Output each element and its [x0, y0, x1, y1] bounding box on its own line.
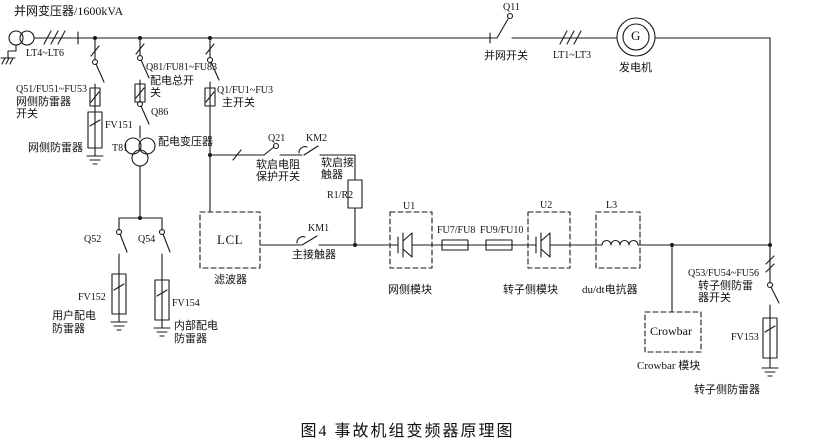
label-q81-name-2: 关	[150, 87, 161, 99]
q52-switch-icon	[115, 217, 128, 323]
ground-icon-fv151	[86, 155, 104, 165]
fv151-arrester-icon	[87, 111, 103, 149]
label-t81: T81	[112, 143, 129, 154]
label-generator: 发电机	[619, 62, 652, 74]
label-soft-contactor-1: 软启接	[321, 157, 354, 169]
figure-caption: 图4 事故机组变频器原理图	[300, 423, 515, 440]
label-grid-switch: 并网开关	[484, 50, 528, 62]
fv153-arrester-icon	[762, 317, 778, 359]
three-phase-slash-lt1-icon	[559, 30, 582, 45]
ground-icon-fv153	[761, 367, 779, 377]
label-grid-module: 网侧模块	[388, 284, 432, 296]
crowbar-box	[644, 311, 702, 353]
label-r1r2: R1/R2	[327, 190, 354, 201]
lcl-filter-box	[199, 211, 261, 269]
three-phase-slash-lt4-icon	[43, 30, 66, 45]
label-crowbar-module: Crowbar 模块	[637, 360, 701, 372]
label-lcl: LCL	[217, 232, 244, 247]
label-q1-code: Q1/FU1~FU3	[217, 85, 273, 96]
rotor-side-line	[765, 37, 780, 369]
label-q51-code: Q51/FU51~FU53	[16, 84, 87, 95]
label-user-dist-2: 防雷器	[52, 323, 85, 335]
label-q1-name: 主开关	[222, 97, 255, 109]
label-q53-code: Q53/FU54~FU56	[688, 268, 759, 279]
label-q53-name-2: 器开关	[698, 292, 731, 304]
label-main-contactor: 主接触器	[292, 249, 336, 261]
label-soft-resistor-1: 软启电阻	[256, 159, 300, 171]
label-crowbar: Crowbar	[650, 324, 692, 338]
label-internal-dist-2: 防雷器	[174, 333, 207, 345]
label-u1: U1	[403, 201, 416, 212]
label-q11: Q11	[503, 2, 520, 13]
label-q81-code: Q81/FU81~FU83	[146, 62, 217, 73]
label-grid-arrester: 网侧防雷器	[28, 142, 83, 154]
label-fu7-fu8: FU7/FU8	[437, 225, 476, 236]
l3-reactor-box	[595, 211, 641, 269]
ground-icon-fv154	[153, 327, 171, 337]
label-fv154: FV154	[172, 298, 200, 309]
km1-contactor-icon	[259, 235, 391, 246]
label-transformer-title: 并网变压器/1600kVA	[14, 4, 124, 18]
label-fv153: FV153	[731, 332, 759, 343]
label-dist-transformer: 配电变压器	[158, 136, 213, 148]
earth-ground-icon-left	[0, 44, 17, 65]
t81-transformer-icon	[124, 137, 156, 167]
fuse-fu7-fu8-icon	[441, 239, 469, 251]
label-l3: L3	[606, 200, 618, 211]
label-fv152: FV152	[78, 292, 106, 303]
label-q81-name-1: 配电总开	[150, 75, 194, 87]
label-rotor-arrester: 转子侧防雷器	[694, 384, 760, 396]
label-km2: KM2	[306, 133, 328, 144]
label-q86: Q86	[151, 107, 169, 118]
label-user-dist-1: 用户配电	[52, 310, 96, 322]
u2-igbt-icon	[527, 232, 571, 258]
label-rotor-module: 转子侧模块	[503, 284, 558, 296]
label-q51-name-1: 网侧防雷器	[16, 96, 71, 108]
label-filter: 滤波器	[214, 274, 247, 286]
label-u2: U2	[540, 200, 553, 211]
q1-switch-icon	[204, 37, 220, 213]
label-fu9-fu10: FU9/FU10	[480, 225, 524, 236]
q51-switch-icon	[89, 37, 105, 157]
label-dudt-reactor: du/dt电抗器	[582, 284, 638, 296]
fv152-arrester-icon	[111, 273, 127, 315]
label-q53-name-1: 转子侧防雷	[698, 280, 753, 292]
label-q21: Q21	[268, 133, 286, 144]
fv154-arrester-icon	[154, 279, 170, 321]
q11-switch-icon	[489, 12, 514, 44]
label-generator-g: G	[631, 28, 641, 43]
label-km1: KM1	[308, 223, 330, 234]
generator-icon	[616, 17, 656, 57]
label-soft-contactor-2: 触器	[321, 169, 343, 181]
l3-inductor-icon	[595, 239, 641, 246]
ground-icon-fv152	[110, 321, 128, 331]
soft-start-branch	[209, 142, 363, 246]
u2-module-box	[527, 211, 571, 269]
q54-switch-icon	[158, 217, 171, 329]
label-soft-resistor-2: 保护开关	[256, 171, 300, 183]
label-q52: Q52	[84, 234, 102, 245]
label-fv151: FV151	[105, 120, 133, 131]
grid-transformer-icon	[8, 30, 35, 46]
fuse-fu9-fu10-icon	[485, 239, 513, 251]
label-lt4-lt6: LT4~LT6	[26, 48, 65, 59]
label-lt1-lt3: LT1~LT3	[553, 50, 592, 61]
label-q54: Q54	[138, 234, 156, 245]
label-q51-name-2: 开关	[16, 108, 38, 120]
q81-q86-switch-icon	[134, 37, 150, 219]
u1-igbt-icon	[389, 232, 433, 258]
junction-dots	[93, 36, 772, 247]
u1-module-box	[389, 211, 433, 269]
label-internal-dist-1: 内部配电	[174, 320, 218, 332]
